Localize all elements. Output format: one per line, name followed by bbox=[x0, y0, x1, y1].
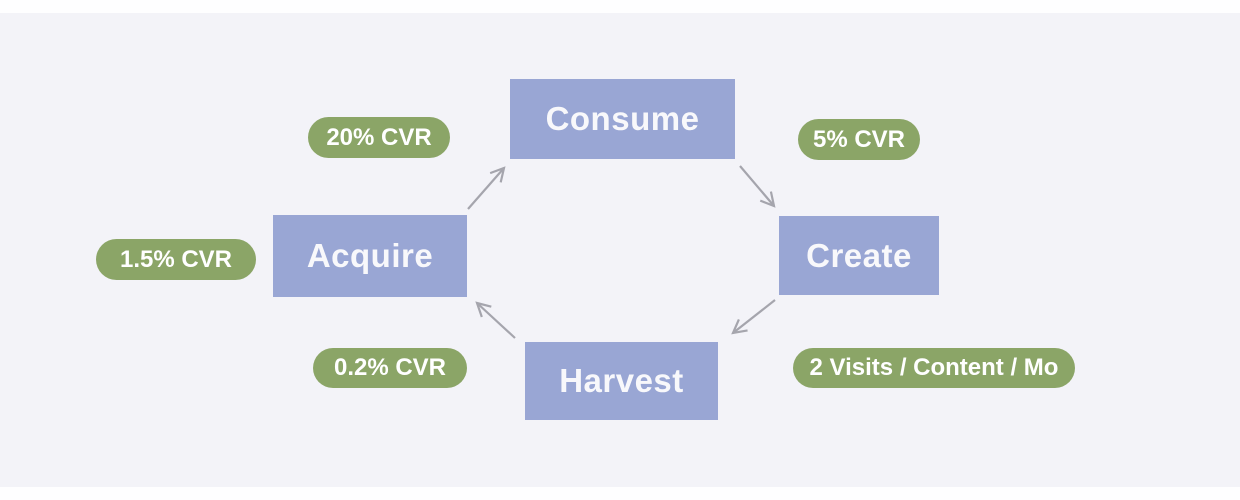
arrow-create-to-harvest bbox=[731, 299, 776, 335]
badge-20-cvr: 20% CVR bbox=[308, 117, 450, 158]
node-consume-label: Consume bbox=[545, 100, 700, 137]
node-acquire: Acquire bbox=[273, 215, 467, 297]
badge-20-cvr-label: 20% CVR bbox=[326, 123, 432, 151]
node-acquire-label: Acquire bbox=[306, 237, 434, 274]
bottom-margin-strip bbox=[0, 487, 1240, 500]
arrow-harvest-to-acquire bbox=[475, 301, 516, 339]
badge-5-cvr-label: 5% CVR bbox=[812, 125, 906, 153]
node-create-label: Create bbox=[806, 236, 912, 274]
badge-1-5-cvr-label: 1.5% CVR bbox=[119, 245, 233, 273]
node-harvest: Harvest bbox=[525, 342, 718, 420]
badge-visits-per-content-label: 2 Visits / Content / Mo bbox=[809, 354, 1059, 381]
badge-0-2-cvr-label: 0.2% CVR bbox=[333, 354, 447, 381]
top-margin-strip bbox=[0, 0, 1240, 13]
arrow-acquire-to-consume bbox=[467, 166, 506, 210]
badge-0-2-cvr: 0.2% CVR bbox=[313, 348, 467, 388]
node-harvest-label: Harvest bbox=[559, 362, 684, 399]
badge-visits-per-content: 2 Visits / Content / Mo bbox=[793, 348, 1075, 388]
node-create: Create bbox=[779, 216, 939, 295]
arrow-consume-to-create bbox=[739, 165, 776, 208]
node-consume: Consume bbox=[510, 79, 735, 159]
badge-5-cvr: 5% CVR bbox=[798, 119, 920, 160]
badge-1-5-cvr: 1.5% CVR bbox=[96, 239, 256, 280]
